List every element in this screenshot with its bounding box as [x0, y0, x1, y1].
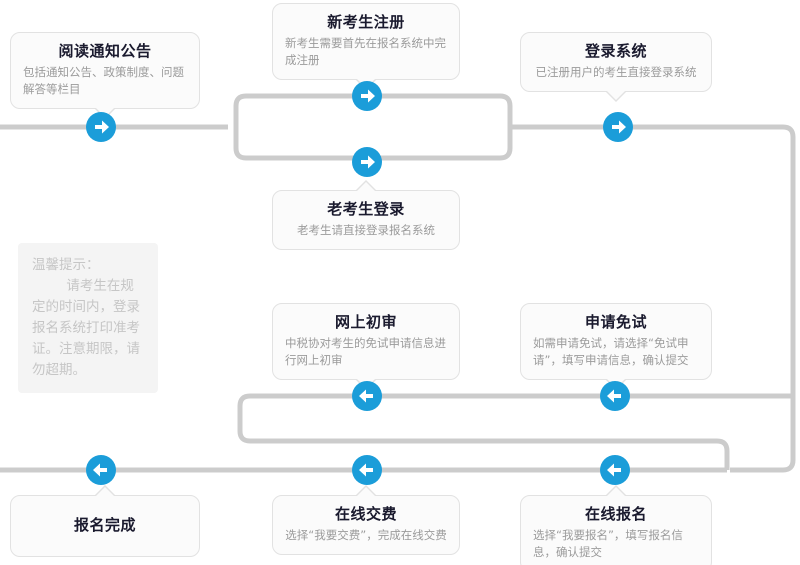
arrow-left-icon-apply-exemption[interactable]	[600, 381, 630, 411]
arrow-left-icon-registration-complete[interactable]	[86, 455, 116, 485]
node-description: 包括通知公告、政策制度、问题解答等栏目	[23, 65, 184, 96]
arrow-left-icon-online-registration[interactable]	[600, 455, 630, 485]
node-description: 中税协对考生的免试申请信息进行网上初审	[285, 336, 446, 367]
top-horizontal-rail-right	[510, 124, 796, 138]
callout-tail-inner	[606, 487, 626, 497]
node-online-first-review[interactable]: 网上初审 中税协对考生的免试申请信息进行网上初审	[272, 303, 460, 390]
arrow-right-icon-new-candidate-register[interactable]	[352, 81, 382, 111]
node-online-registration[interactable]: 在线报名 选择“我要报名”，填写报名信息，确认提交	[520, 485, 712, 565]
arrow-left-icon-online-payment[interactable]	[352, 455, 382, 485]
node-description: 如需申请免试，请选择“免试申请”，填写申请信息，确认提交	[533, 336, 689, 367]
node-title: 阅读通知公告	[58, 42, 152, 60]
node-apply-exemption[interactable]: 申请免试 如需申请免试，请选择“免试申请”，填写申请信息，确认提交	[520, 303, 712, 390]
callout-tail-inner	[356, 182, 376, 192]
node-title: 报名完成	[73, 516, 136, 534]
callout-tail-inner	[606, 90, 626, 100]
node-login-system[interactable]: 登录系统 已注册用户的考生直接登录系统	[520, 32, 712, 102]
arrow-right-icon-old-candidate-login[interactable]	[352, 147, 382, 177]
arrow-right-icon-read-announcement[interactable]	[86, 112, 116, 142]
arrow-right-icon-login-system[interactable]	[603, 112, 633, 142]
node-description: 已注册用户的考生直接登录系统	[535, 65, 697, 79]
warm-tip-text: 温馨提示： 请考生在规定的时间内，登录报名系统打印准考证。注意期限，请勿超期。	[32, 257, 140, 378]
node-title: 网上初审	[334, 313, 397, 331]
middle-return-loop	[237, 393, 793, 470]
node-old-candidate-login[interactable]: 老考生登录 老考生请直接登录报名系统	[272, 180, 460, 250]
node-title: 申请免试	[584, 313, 647, 331]
warm-tip-panel: 温馨提示： 请考生在规定的时间内，登录报名系统打印准考证。注意期限，请勿超期。	[18, 243, 158, 393]
right-vertical-rail	[730, 137, 796, 473]
node-description: 老考生请直接登录报名系统	[297, 223, 435, 237]
node-description: 选择“我要交费”，完成在线交费	[285, 528, 447, 542]
callout-tail-inner	[95, 487, 115, 497]
arrow-left-icon-online-first-review[interactable]	[352, 381, 382, 411]
node-read-announcement[interactable]: 阅读通知公告 包括通知公告、政策制度、问题解答等栏目	[10, 32, 200, 119]
node-description: 新考生需要首先在报名系统中完成注册	[285, 36, 446, 67]
node-online-payment[interactable]: 在线交费 选择“我要交费”，完成在线交费	[272, 485, 460, 555]
node-description: 选择“我要报名”，填写报名信息，确认提交	[533, 528, 683, 559]
node-title: 在线交费	[334, 505, 397, 523]
node-title: 登录系统	[584, 42, 647, 60]
node-new-candidate-register[interactable]: 新考生注册 新考生需要首先在报名系统中完成注册	[272, 3, 460, 90]
node-registration-complete[interactable]: 报名完成	[10, 485, 200, 557]
node-title: 老考生登录	[327, 200, 405, 218]
node-title: 新考生注册	[327, 13, 405, 31]
node-title: 在线报名	[584, 505, 647, 523]
callout-tail-inner	[356, 487, 376, 497]
